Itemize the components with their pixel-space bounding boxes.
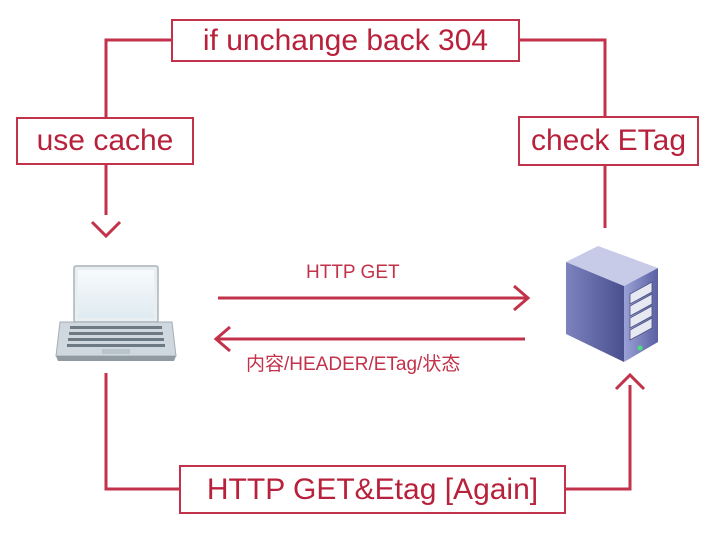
arrowhead-down-icon: [90, 220, 122, 239]
laptop-icon: [55, 265, 177, 361]
request-arrow: [218, 284, 531, 312]
use-cache-label: use cache: [36, 124, 174, 157]
http-get-again-label: HTTP GET&Etag [Again]: [206, 472, 539, 506]
server-tower-icon: [566, 246, 658, 362]
check-etag-box: check ETag: [518, 116, 699, 166]
check-etag-label: check ETag: [530, 124, 687, 157]
http-get-again-box: HTTP GET&Etag [Again]: [179, 465, 566, 514]
response-arrow: [213, 325, 525, 353]
if-unchanged-box: if unchange back 304: [171, 19, 520, 62]
use-cache-box: use cache: [16, 117, 194, 165]
response-label: 内容/HEADER/ETag/状态: [246, 354, 461, 375]
if-unchanged-label: if unchange back 304: [202, 23, 489, 57]
arrowhead-up-icon: [614, 372, 646, 391]
request-label: HTTP GET: [306, 262, 400, 283]
